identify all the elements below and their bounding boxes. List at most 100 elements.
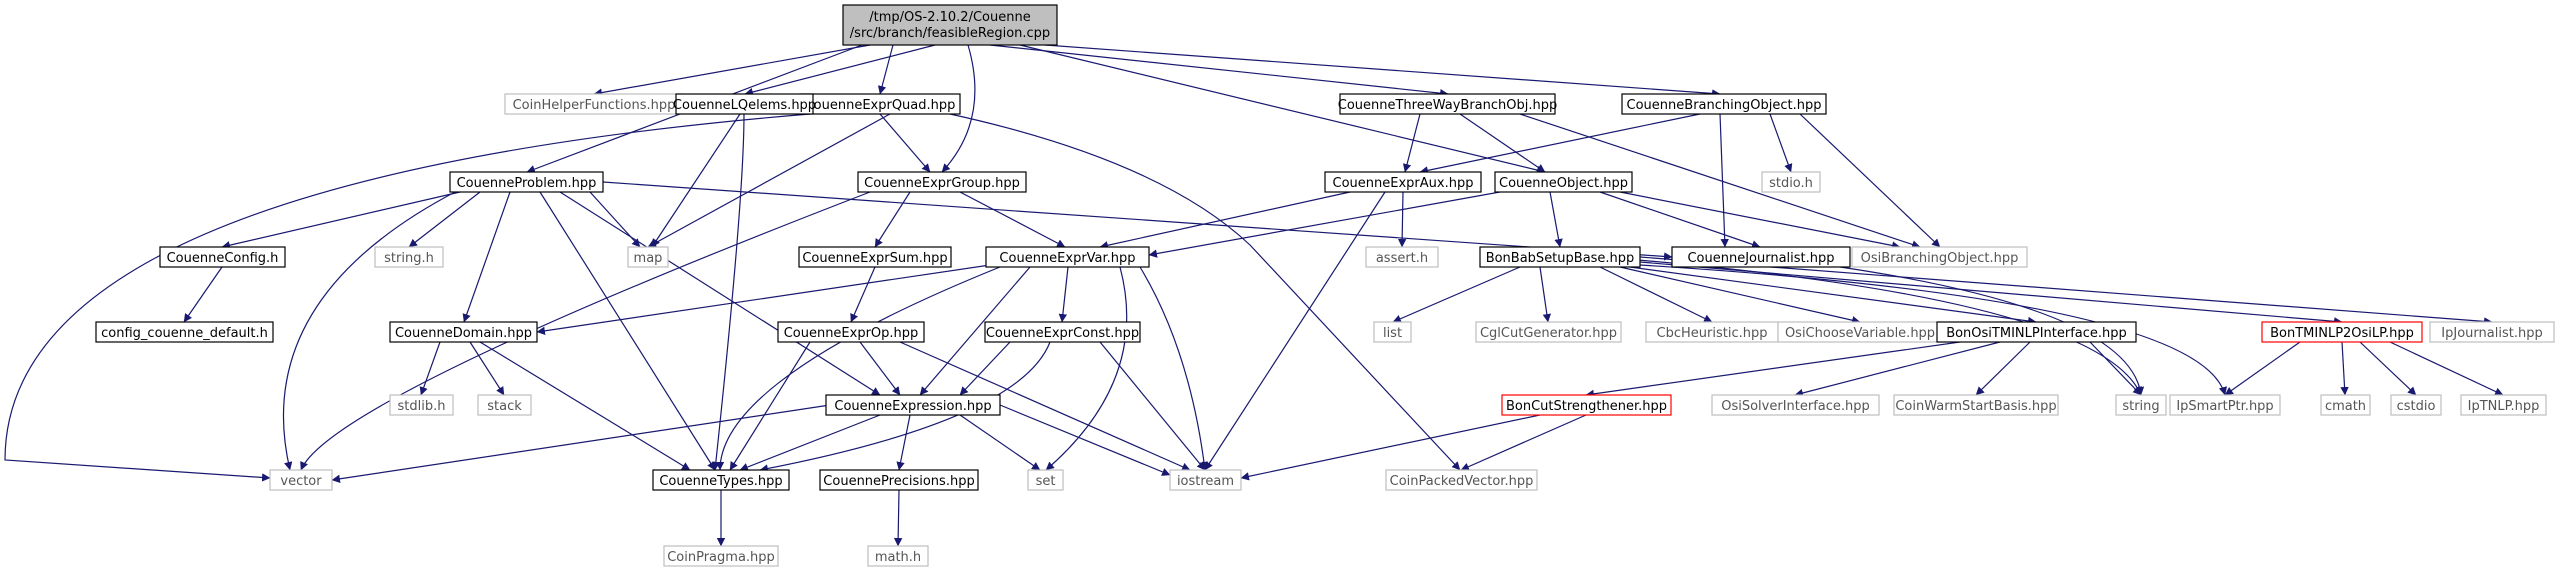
node-exprVar[interactable]: CouenneExprVar.hpp	[985, 246, 1150, 268]
node-label: cmath	[2325, 399, 2366, 414]
node-label: BonOsiTMINLPInterface.hpp	[1946, 326, 2127, 341]
node-box	[159, 246, 286, 268]
node-osiChoose: OsiChooseVariable.hpp	[1777, 321, 1943, 343]
node-box	[1761, 171, 1821, 193]
node-label: stdio.h	[1769, 176, 1813, 191]
edge-problem-to-config	[221, 191, 461, 250]
node-coinPragma: CoinPragma.hpp	[663, 545, 779, 567]
node-box	[1339, 93, 1556, 115]
node-label: CouenneBranchingObject.hpp	[1627, 98, 1822, 113]
node-exprAux[interactable]: CouenneExprAux.hpp	[1324, 171, 1482, 193]
node-exprGroup[interactable]: CouenneExprGroup.hpp	[857, 171, 1027, 193]
node-exprSum[interactable]: CouenneExprSum.hpp	[798, 246, 952, 268]
node-journalist[interactable]: CouenneJournalist.hpp	[1671, 246, 1851, 268]
node-domain[interactable]: CouenneDomain.hpp	[389, 321, 538, 343]
node-problem[interactable]: CouenneProblem.hpp	[449, 171, 604, 193]
node-box	[2390, 394, 2442, 416]
node-babSetup[interactable]: BonBabSetupBase.hpp	[1479, 246, 1641, 268]
node-osiBranching: OsiBranchingObject.hpp	[1851, 246, 2028, 268]
node-cbcHeur: CbcHeuristic.hpp	[1645, 321, 1779, 343]
node-label: CouenneExpression.hpp	[834, 399, 991, 414]
node-types[interactable]: CouenneTypes.hpp	[652, 469, 790, 491]
node-box	[2460, 394, 2547, 416]
edge-domain-to-types	[479, 341, 691, 471]
node-osiSolver: OsiSolverInterface.hpp	[1711, 394, 1880, 416]
node-label: CouenneThreeWayBranchObj.hpp	[1338, 98, 1558, 113]
edge-object-to-journalist	[1599, 191, 1761, 249]
node-stdioH: stdio.h	[1761, 171, 1821, 193]
node-label: config_couenne_default.h	[101, 326, 268, 341]
edge-exprVar-to-types	[715, 266, 1001, 471]
edge-problem-to-stringH	[408, 191, 481, 248]
node-precisions[interactable]: CouennePrecisions.hpp	[819, 469, 979, 491]
edge-object-to-exprVar	[1148, 191, 1501, 258]
node-threeWay[interactable]: CouenneThreeWayBranchObj.hpp	[1338, 93, 1558, 115]
edge-root-to-branchingObj	[1044, 44, 1721, 98]
node-box	[1893, 394, 2059, 416]
node-box	[389, 394, 454, 416]
node-tminlp2osilp[interactable]: BonTMINLP2OsiLP.hpp	[2261, 321, 2423, 343]
node-map: map	[627, 246, 669, 268]
node-label: /src/branch/feasibleRegion.cpp	[850, 26, 1050, 41]
edge-precisions-to-mathH	[893, 489, 903, 547]
node-exprQuad[interactable]: CouenneExprQuad.hpp	[799, 93, 961, 115]
node-string: string	[2115, 394, 2167, 416]
node-label: CoinHelperFunctions.hpp	[513, 98, 676, 113]
node-label: CouenneExprOp.hpp	[784, 326, 919, 341]
node-box	[867, 545, 929, 567]
node-root-file[interactable]: /tmp/OS-2.10.2/Couenne/src/branch/feasib…	[842, 4, 1058, 46]
edge-root-to-exprQuad	[877, 44, 894, 95]
edge-lqelems-to-map	[651, 113, 741, 248]
node-box	[389, 321, 538, 343]
node-label: CoinPragma.hpp	[667, 550, 775, 565]
edge-expression-to-precisions	[896, 414, 911, 471]
edge-domain-to-stdlibH	[419, 341, 441, 396]
node-label: OsiSolverInterface.hpp	[1721, 399, 1870, 414]
node-box	[2261, 321, 2423, 343]
node-label: iostream	[1177, 474, 1234, 489]
node-box	[477, 394, 532, 416]
node-ipJournalist: IpJournalist.hpp	[2429, 321, 2555, 343]
edge-osiTminlp-to-cutStrength	[1585, 341, 1961, 399]
node-lqelems[interactable]: CouenneLQelems.hpp	[673, 93, 816, 115]
node-box	[1475, 321, 1622, 343]
edge-journalist-to-string	[1839, 266, 2145, 396]
edge-branchingObj-to-stdioH	[1769, 113, 1793, 173]
node-label: OsiBranchingObject.hpp	[1861, 251, 2019, 266]
node-config[interactable]: CouenneConfig.h	[159, 246, 286, 268]
node-list: list	[1373, 321, 1412, 343]
node-expression[interactable]: CouenneExpression.hpp	[825, 394, 1001, 416]
node-object[interactable]: CouenneObject.hpp	[1494, 171, 1633, 193]
node-cglCut: CglCutGenerator.hpp	[1475, 321, 1622, 343]
edge-babSetup-to-ipJournalist	[1639, 256, 2493, 326]
node-configDefault[interactable]: config_couenne_default.h	[95, 321, 274, 343]
node-box	[798, 246, 952, 268]
edge-root-to-object	[1019, 44, 1546, 175]
edge-exprQuad-to-map	[647, 113, 891, 248]
node-exprConst[interactable]: CouenneExprConst.hpp	[984, 321, 1141, 343]
node-label: string	[2122, 399, 2159, 414]
node-box	[1479, 246, 1641, 268]
node-exprOp[interactable]: CouenneExprOp.hpp	[777, 321, 925, 343]
edge-babSetup-to-list	[1392, 266, 1521, 323]
edge-problem-to-types	[539, 191, 716, 471]
edge-exprVar-to-set	[1045, 266, 1128, 471]
node-branchingObj[interactable]: CouenneBranchingObject.hpp	[1621, 93, 1827, 115]
node-label: set	[1036, 474, 1056, 489]
node-osiTminlp[interactable]: BonOsiTMINLPInterface.hpp	[1936, 321, 2137, 343]
node-label: CouenneExprAux.hpp	[1333, 176, 1474, 191]
node-stack: stack	[477, 394, 532, 416]
node-label: math.h	[875, 550, 921, 565]
node-label: vector	[280, 474, 322, 489]
edge-threeWay-to-object	[1459, 113, 1546, 173]
node-iostream: iostream	[1169, 469, 1242, 491]
edge-babSetup-to-osiChoose	[1619, 266, 1861, 325]
node-label: CouenneTypes.hpp	[659, 474, 782, 489]
edge-root-to-coinHelper	[593, 44, 871, 97]
node-box	[1324, 171, 1482, 193]
node-label: BonCutStrengthener.hpp	[1506, 399, 1667, 414]
edge-object-to-osiBranching	[1619, 191, 1901, 250]
nodes-layer: /tmp/OS-2.10.2/Couenne/src/branch/feasib…	[95, 4, 2555, 567]
node-box	[2320, 394, 2371, 416]
node-cutStrength[interactable]: BonCutStrengthener.hpp	[1501, 394, 1672, 416]
